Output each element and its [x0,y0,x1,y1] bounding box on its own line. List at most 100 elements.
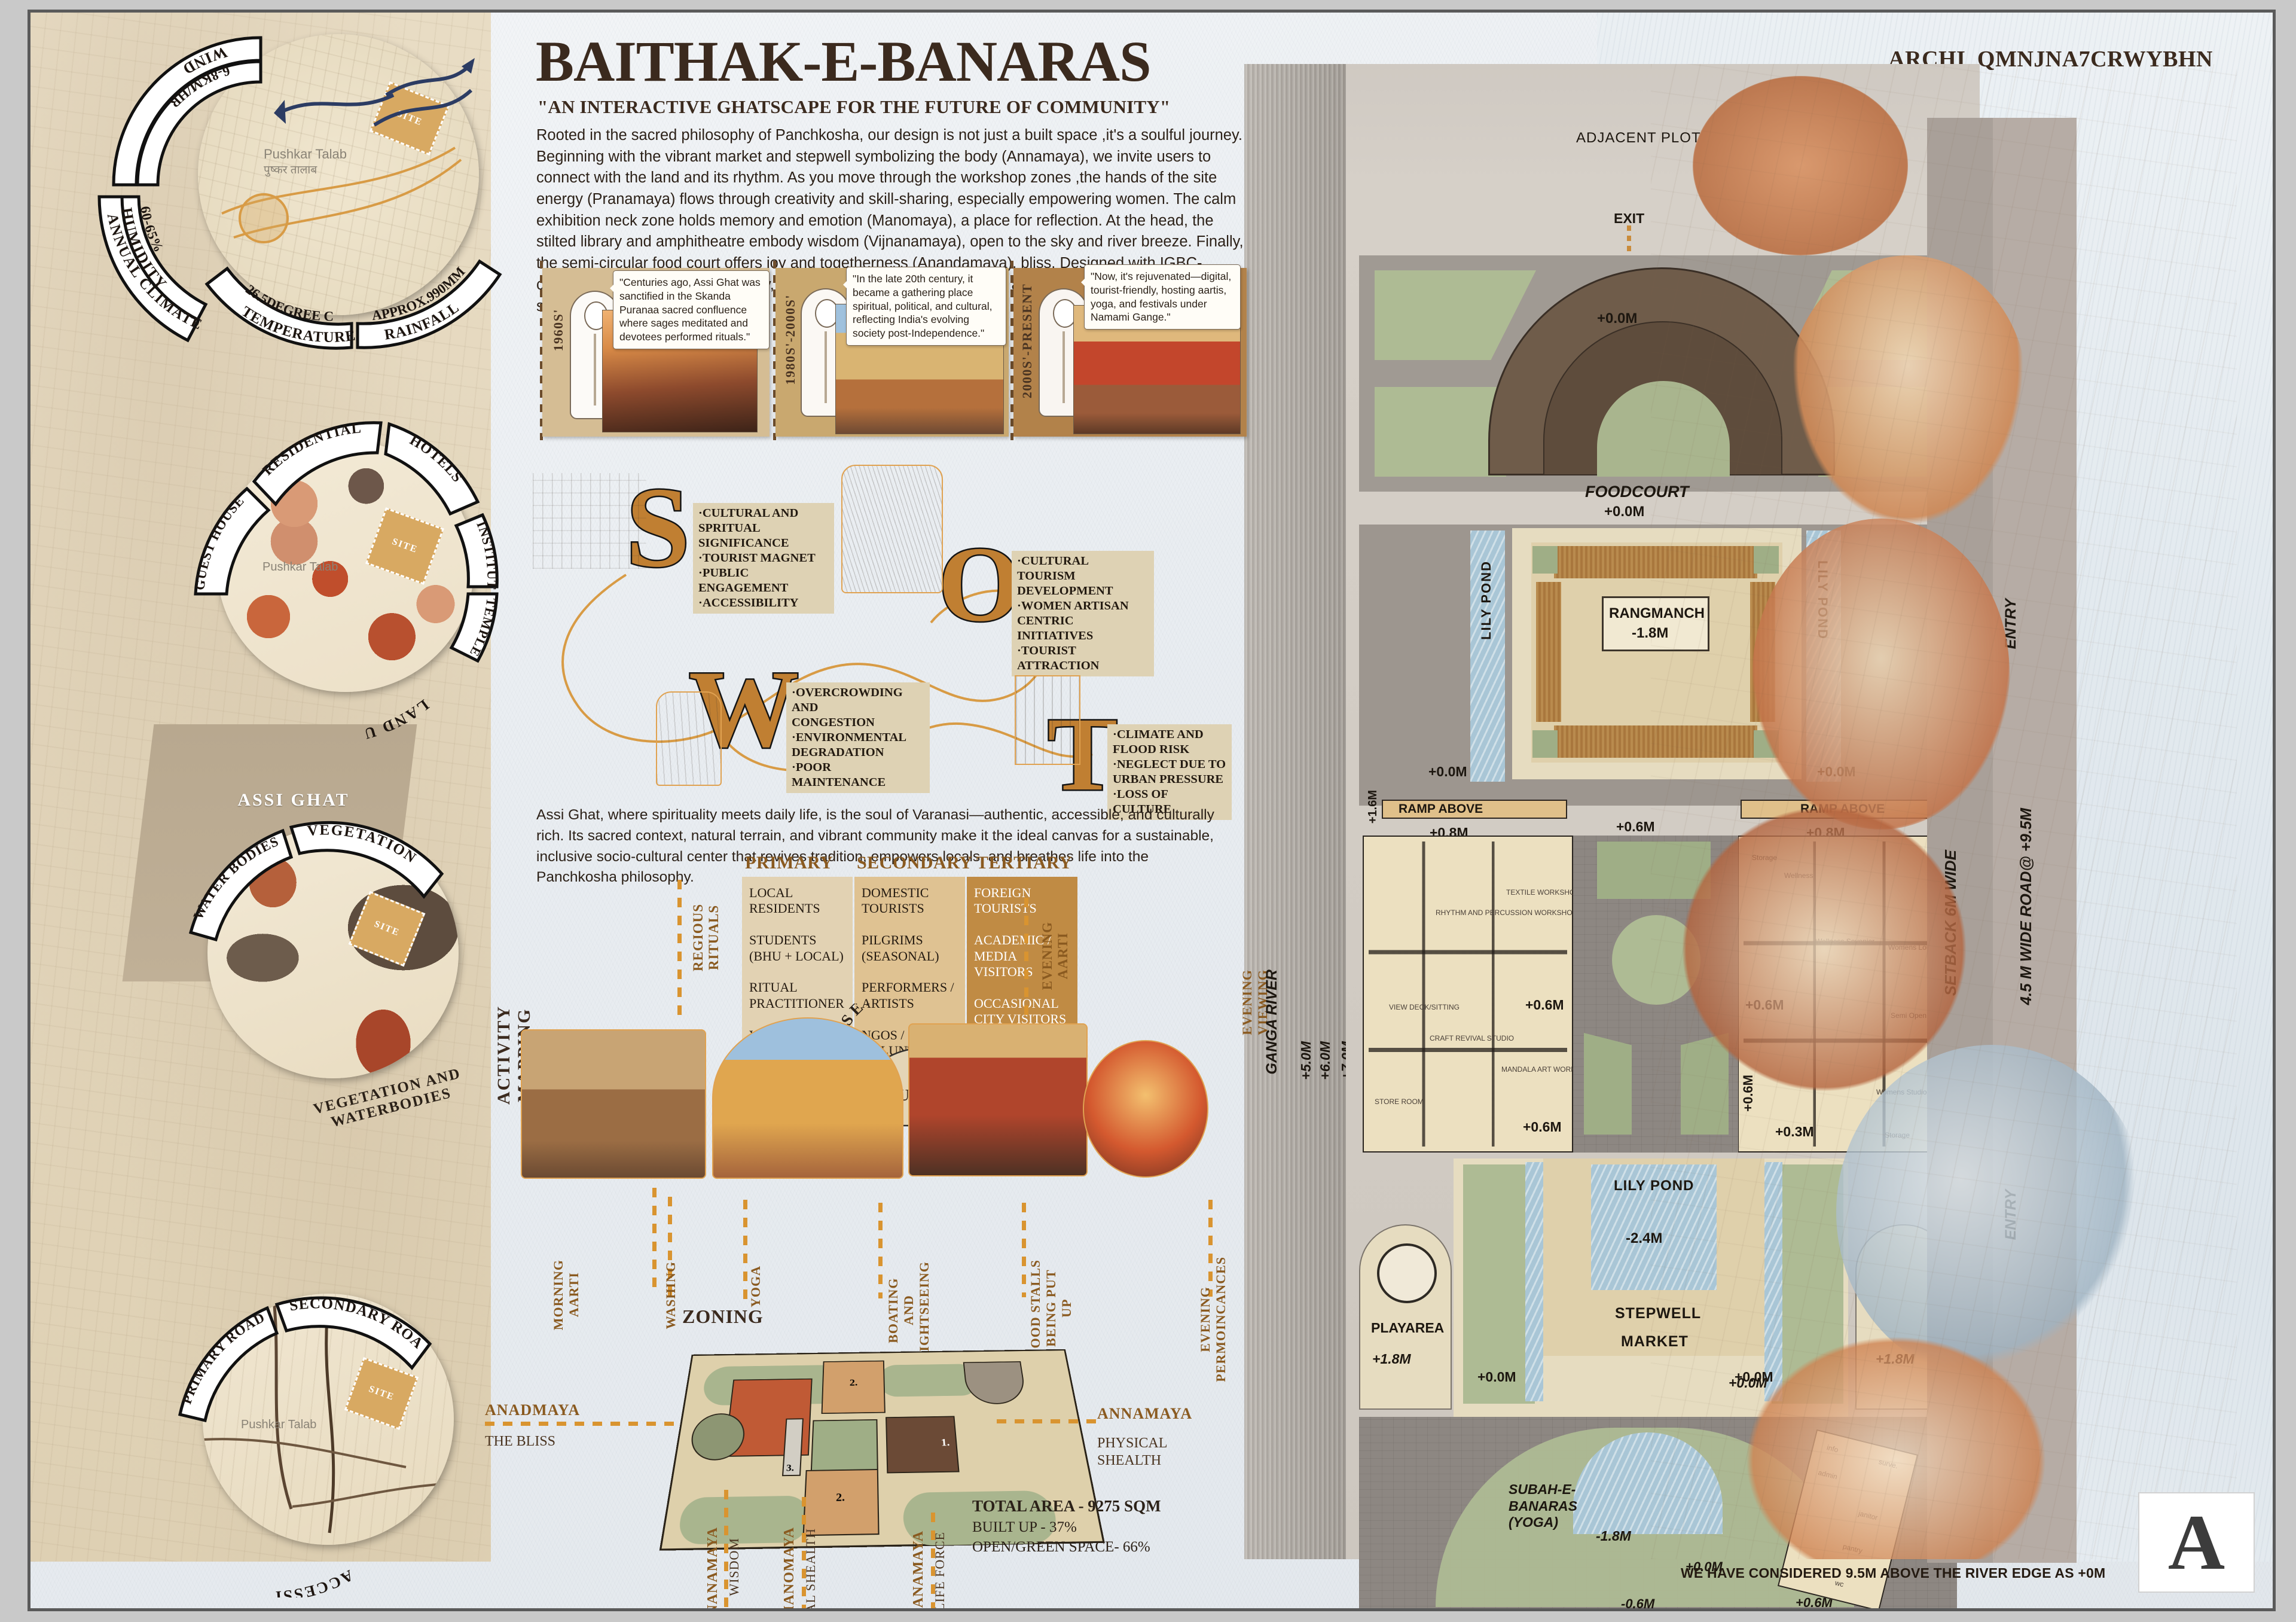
rangmanch-stage [1602,596,1709,651]
level-marker-03: +0.3M [1775,1124,1814,1140]
weaver-sketch-icon [841,465,943,593]
green-area [1681,1033,1729,1135]
seating-steps-left [1536,582,1561,722]
dashed-connector [802,1497,806,1608]
ramp-above-label-left: RAMP ABOVE [1399,802,1483,816]
zone-number: 2. [849,1377,858,1388]
dashed-connector [652,1188,657,1292]
ghat-sketch-icon [533,473,646,569]
swot-letter-t: T [1046,695,1119,815]
kosha-vijnanamaya-meaning: WISDOM [726,1538,741,1596]
activity-photo-evening [908,1023,1088,1176]
religious-rituals-label: REGIOUS RITUALS [691,904,721,972]
assi-ghat-paragraph: Assi Ghat, where spirituality meets dail… [536,807,1214,886]
subah-e-banaras-label: SUBAH-E- BANARAS (YOGA) [1509,1481,1577,1530]
swot-letter-w: W [688,647,801,772]
exit-label: EXIT [1614,211,1645,226]
zoning-statistics: TOTAL AREA - 9275 SQM BUILT UP - 37% OPE… [972,1496,1161,1557]
page-title: BAITHAK-E-BANARAS [536,29,1151,93]
kosha-pranamaya-meaning: LIFE FORCE [932,1532,947,1611]
ghat-level-6: +6.0M [1317,1041,1333,1080]
green-area [1532,546,1558,574]
timeline-quote: "In the late 20th century, it became a g… [843,267,1006,346]
history-timeline: 1960S' "Centuries ago, Assi Ghat was san… [536,261,1248,440]
lily-pond-left [1470,530,1505,782]
playarea-level: +1.8M [1372,1351,1411,1367]
kosha-manomaya-name: MANOMAYA [781,1527,797,1611]
swot-letter-o: O [936,523,1023,645]
kosha-anadmaya-meaning: THE BLISS [485,1434,556,1449]
rangmanch-level: -1.8M [1632,625,1669,641]
urban-skyline-sketch-icon [1015,675,1080,765]
stepwell-water [1585,1158,1723,1296]
green-area [1584,1033,1632,1135]
zone-foodcourt [963,1361,1028,1405]
level-marker-minus06: -0.6M [1621,1596,1655,1611]
pushkar-talab-label: Pushkar Talab [264,147,347,161]
west-workshop-wing: RHYTHM AND PERCUSSION WORKSHOP TEXTILE W… [1363,836,1596,1153]
zoning-diagram: ZONING 4. 2. 2. 1. [485,1292,1193,1611]
illustration-head-figure [1788,255,2028,530]
dashed-connector [997,1419,1104,1423]
room-label-craft-studio: CRAFT REVIVAL STUDIO [1430,1034,1515,1042]
timeline-divider [773,261,776,440]
green-area [1532,730,1558,758]
dashed-connector [878,1203,883,1298]
zone-block-2a: 2. [821,1360,886,1414]
kosha-annamaya-name: ANNAMAYA [1097,1405,1193,1422]
play-equipment-icon [1377,1243,1437,1303]
green-area [1597,842,1711,899]
zoning-title: ZONING [682,1306,764,1327]
subah-e-banaras-level: -1.8M [1596,1528,1631,1544]
kosha-annamaya-meaning: PHYSICAL SHEALTH [1097,1435,1168,1468]
timeline-era-label: 1980S'-2000S' [783,294,798,385]
swot-analysis: S ·CULTURAL AND SPRITUAL SIGNIFICANCE ·T… [533,462,1254,820]
vegetation-waterbodies-diagram: SITE WATER BODIES VEGETATION VEGETATION … [161,790,496,1130]
lily-pond-label-stepwell: LILY POND [1614,1178,1693,1194]
timeline-item: 2000S'-PRESENT "Now, it's rejuvenated—di… [1013,264,1247,437]
foodcourt-label: FOODCOURT [1585,483,1689,501]
dashed-connector [724,1490,728,1608]
pushkar-talab-label: Pushkar Talab [262,560,338,574]
zone-number: 1. [941,1437,951,1449]
lily-pond-label-left: LILY POND [1479,560,1494,640]
user-group-head-tertiary: TERTIARY [976,853,1073,873]
timeline-quote: "Centuries ago, Assi Ghat was sanctified… [610,270,770,349]
exit-arrow [1627,225,1631,254]
timeline-divider [540,261,543,440]
climate-ring-labels: WIND 6-8KM/HR HUMIDITY 60-65% ANNUAL CLI… [81,17,262,343]
solar-path-arrows [221,147,462,243]
timeline-item: 1960S' "Centuries ago, Assi Ghat was san… [542,268,770,437]
evening-aarti-label: EVENING AARTI [1040,922,1070,990]
ghat-level-5: +5.0M [1298,1041,1314,1080]
illustration-body-figure [1681,806,1968,1093]
pushkar-talab-label-hi: पुष्कर तालाब [264,164,317,176]
zone-green-center [810,1419,878,1471]
zone-block-3: 3. [781,1418,804,1477]
level-marker-00-left: +0.0M [1428,764,1467,779]
dashed-connector [668,1197,672,1298]
road-network-lines [203,1294,445,1533]
zoning-total-area: TOTAL AREA - 9275 SQM [972,1497,1161,1515]
climate-analysis-diagram: SITE Pushkar Talab पुष्कर तालाब [81,17,502,350]
vertical-texture-strip-overlay [1244,64,1355,1559]
board-sheet: ASSI GHAT BAITHAK-E-BANARAS "AN INTERACT… [28,10,2276,1611]
level-marker-06-center: +0.6M [1616,819,1655,834]
dashed-connector [743,1200,747,1300]
room-label-store-room: STORE ROOM [1375,1097,1424,1106]
green-area [1754,546,1779,574]
market-label: MARKET [1621,1333,1689,1350]
pushkar-talab-label: Pushkar Talab [241,1418,317,1431]
west-wing-partitions [1369,842,1567,1147]
studio-logo: A [2138,1492,2255,1593]
wind-arrows-icon [274,58,475,127]
activity-photo-ghat [712,1017,903,1179]
conceptual-illustration-panel [1609,64,2273,1559]
zone-number: 3. [786,1462,795,1474]
water-channel-right [1764,1162,1782,1401]
land-use-diagram: SITE Pushkar Talab GUEST HOUSE [180,407,515,742]
dashed-connector [1208,1200,1213,1297]
dashed-connector [677,880,682,1023]
crowd-sketch-icon [656,691,722,786]
